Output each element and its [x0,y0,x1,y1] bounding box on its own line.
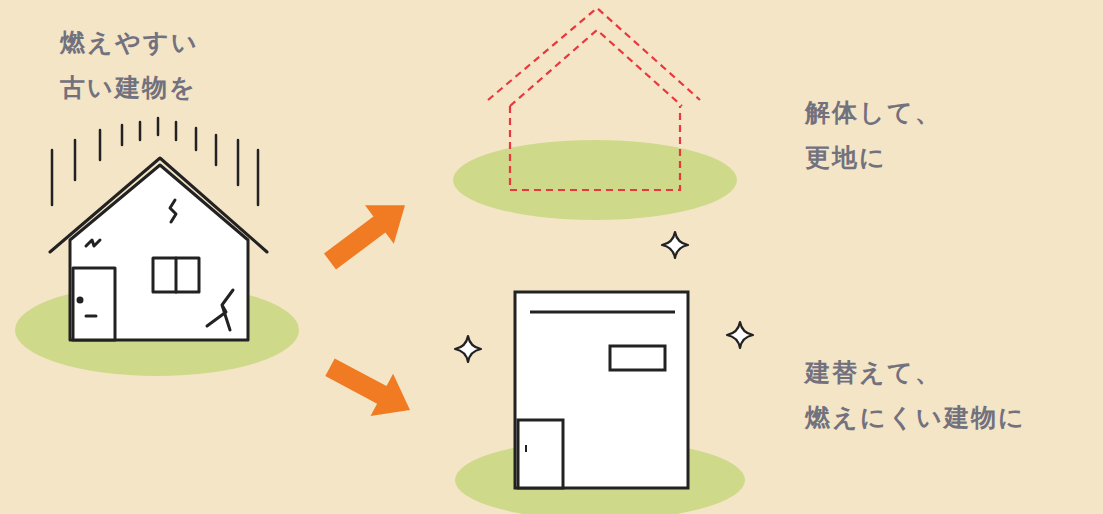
sparkle [455,232,753,362]
caption-text: 燃えやすい 古い建物を [60,20,250,110]
flow-arrow [324,205,405,269]
caption-text: 解体して、 更地に [805,90,995,180]
illustration-group: 建替えて、 燃えにくい建物に [410,225,1100,514]
new-building [515,292,688,488]
ground-patch [453,140,737,220]
illustration-group: 燃えやすい 古い建物を [10,20,330,480]
caption-text: 建替えて、 燃えにくい建物に [805,350,1065,440]
demolished-outline [488,8,700,190]
illustration-group: 解体して、 更地に [405,0,1005,215]
old-house [50,158,267,340]
flow-arrow [325,359,410,417]
